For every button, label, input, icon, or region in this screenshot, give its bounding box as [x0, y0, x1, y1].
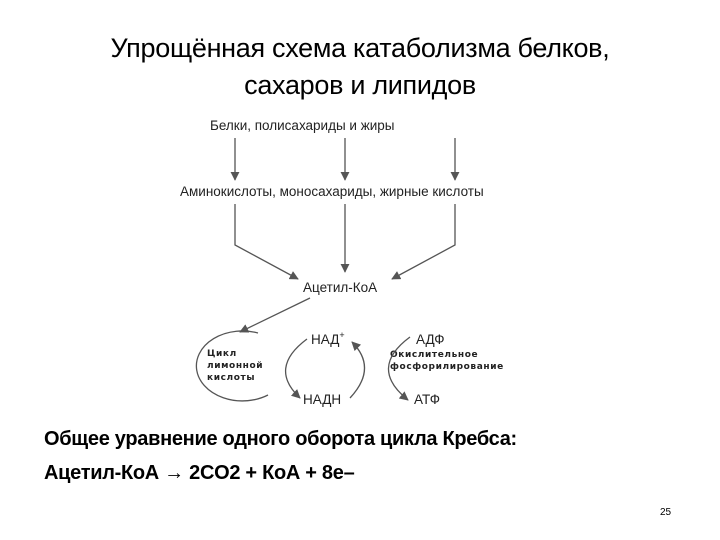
label-adp: АДФ — [416, 332, 445, 347]
label-nad: НАД+ — [311, 330, 345, 347]
cycle-line-2: лимонной — [207, 361, 263, 371]
oxphos-line-2: фосфорилирование — [390, 362, 504, 372]
arrow-acetyl-to-cycle — [239, 297, 311, 333]
slide-title-line-2: сахаров и липидов — [244, 70, 476, 100]
label-proteins-polysaccharides-fats: Белки, полисахариды и жиры — [210, 118, 395, 133]
page-number: 25 — [660, 507, 672, 518]
oxphos-line-1: Окислительное — [390, 350, 478, 360]
arrow-adp-to-atp — [387, 336, 411, 401]
arrow-right-to-acetyl — [391, 204, 456, 280]
cycle-line-3: кислоты — [207, 373, 255, 383]
citric-acid-cycle-circle — [195, 330, 269, 402]
arrow-nadh-to-nad — [349, 341, 366, 399]
label-acetyl-coa: Ацетил-КоА — [303, 280, 377, 295]
arrow-left-to-acetyl — [234, 204, 299, 280]
cycle-line-1: Цикл — [207, 349, 237, 359]
label-oxidative-phosphorylation: Окислительное фосфорилирование — [390, 350, 504, 372]
label-atp: АТФ — [414, 392, 440, 407]
krebs-summary: Общее уравнение одного оборота цикла Кре… — [44, 422, 684, 490]
label-aminoacids-monosaccharides-fattyacids: Аминокислоты, моносахариды, жирные кисло… — [180, 184, 484, 199]
nad-superscript: + — [339, 330, 344, 340]
slide-title-line-1: Упрощённая схема катаболизма белков, — [110, 33, 610, 63]
summary-equation: Ацетил-КоА → 2CO2 + КоА + 8е– — [44, 462, 355, 484]
summary-line-1: Общее уравнение одного оборота цикла Кре… — [44, 428, 517, 450]
label-citric-acid-cycle: Цикл лимонной кислоты — [207, 349, 267, 383]
slide-title: Упрощённая схема катаболизма белков, сах… — [0, 30, 720, 104]
label-nadh: НАДН — [303, 392, 341, 407]
nad-text: НАД — [311, 332, 339, 347]
arrow-nad-to-nadh — [285, 338, 308, 399]
